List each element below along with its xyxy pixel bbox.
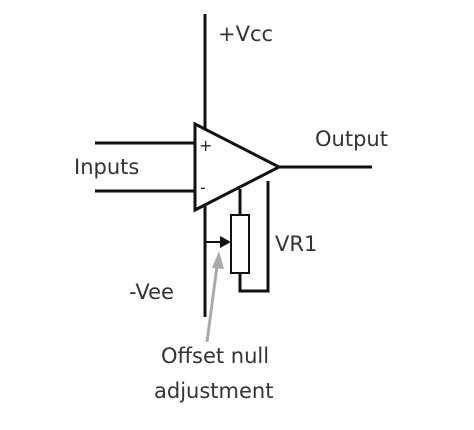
wiper-arrowhead xyxy=(220,236,231,248)
offset-null-label: Offset null xyxy=(161,344,269,368)
offset-null-pointer-line xyxy=(205,265,219,343)
op-amp-triangle xyxy=(193,121,283,213)
inputs-label: Inputs xyxy=(74,155,139,179)
adjustment-label: adjustment xyxy=(154,379,273,403)
vee-label: -Vee xyxy=(129,280,174,304)
minus-sign: - xyxy=(200,178,206,197)
output-label: Output xyxy=(315,127,388,151)
vr1-label: VR1 xyxy=(275,232,317,256)
vr1-potentiometer xyxy=(230,214,250,274)
offset-null-pointer-arrowhead xyxy=(212,251,224,269)
plus-sign: + xyxy=(199,136,212,155)
vcc-label: +Vcc xyxy=(218,22,273,46)
offset-loop-wire xyxy=(238,181,270,293)
